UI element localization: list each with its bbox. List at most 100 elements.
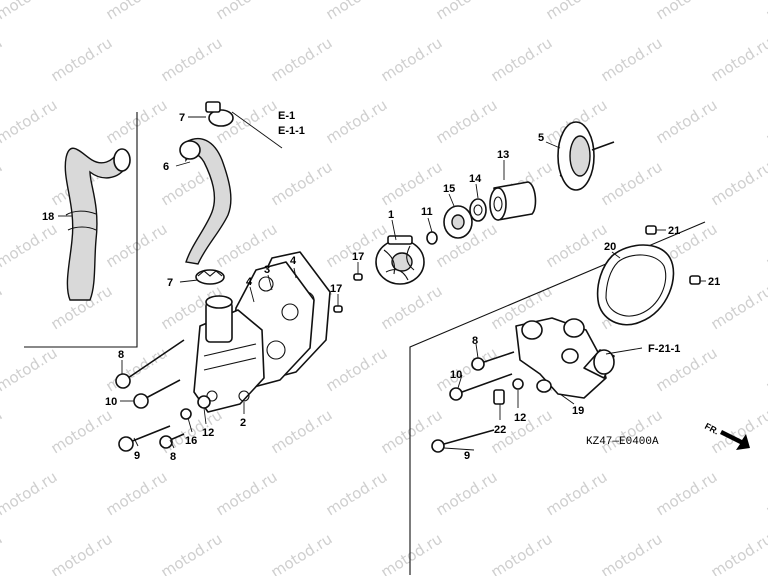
reference-e-1: E-1 [278,110,295,122]
drawing-code: KZ47—E0400A [586,436,659,448]
watermark-text: motod.ru [103,468,171,520]
callout-6: 6 [163,161,169,173]
callout-8-upper: 8 [118,349,124,361]
watermark-text: motod.ru [763,220,768,272]
watermark-text: motod.ru [543,0,611,23]
watermark-text: motod.ru [378,158,446,210]
watermark-text: motod.ru [378,282,446,334]
pump-body [193,295,265,413]
watermark-text: motod.ru [48,530,116,576]
watermark-text: motod.ru [0,158,5,210]
hose-clamp-upper [205,101,234,127]
watermark-text: motod.ru [0,344,60,396]
watermark-text: motod.ru [323,0,391,23]
watermark-text: motod.ru [323,468,391,520]
pump-shaft-gear [557,121,615,191]
sealing-washer-12-left [197,395,211,409]
watermark-text: motod.ru [653,96,721,148]
watermark-text: motod.ru [488,34,556,86]
callout-16: 16 [185,435,197,447]
watermark-text: motod.ru [598,406,666,458]
callout-4-upper: 4 [290,255,297,267]
callout-7-upper: 7 [179,112,185,124]
bypass-hose [179,137,232,265]
bolt-10-right [449,373,513,401]
watermark-text: motod.ru [433,96,501,148]
watermark-text: motod.ru [433,0,501,23]
front-direction-arrow [720,430,750,450]
callout-11: 11 [421,206,433,218]
callout-1: 1 [388,209,394,221]
watermark-text: motod.ru [0,34,5,86]
callout-20: 20 [604,241,616,253]
mechanical-seal [443,205,473,239]
dowel-pin-21-lower [689,275,701,285]
bearing [489,181,537,221]
watermark-text: motod.ru [268,34,336,86]
water-pump-cover [515,317,615,399]
callout-13: 13 [497,149,509,161]
callouts: 7 6 18 7 3 4 4 17 17 1 11 15 14 13 5 8 1… [42,112,720,463]
callout-2: 2 [240,417,246,429]
watermark-text: motod.ru [268,158,336,210]
callout-15: 15 [443,183,455,195]
watermark-text: motod.ru [103,0,171,23]
hose-clamp-lower [195,269,225,285]
watermark-text: motod.ru [433,344,501,396]
dowel-pin-upper [353,273,363,281]
bolt-9-left [118,425,171,452]
bolt-9-right [431,429,495,453]
watermark-text: motod.ru [708,282,768,334]
watermark-text: motod.ru [0,220,60,272]
watermark-text: motod.ru [763,344,768,396]
leader-lines [58,111,706,451]
watermark-text: motod.ru [213,468,281,520]
watermark-text: motod.ru [378,530,446,576]
callout-17-lower: 17 [330,283,342,295]
watermark-text: motod.ru [653,0,721,23]
washer-16 [180,408,192,420]
watermark-text: motod.ru [158,34,226,86]
callout-22: 22 [494,424,506,436]
watermark-text: motod.ru [708,158,768,210]
bolt-8-lower [159,433,185,449]
watermark-text: motod.ru [158,530,226,576]
watermark-text: motod.ru [543,468,611,520]
watermark-text: motod.ru [0,468,60,520]
callout-12-right: 12 [514,412,526,424]
callout-17-upper: 17 [352,251,364,263]
washer-11 [426,231,438,245]
sealing-washer-12-right [512,378,524,390]
watermark-text: motod.ru [653,468,721,520]
watermark-text: motod.ru [0,0,60,23]
watermark-text: motod.ru [213,0,281,23]
bolt-8-right [471,351,515,371]
callout-3: 3 [264,264,270,276]
callout-18: 18 [42,211,54,223]
watermark-text: motod.ru [48,34,116,86]
callout-9-right: 9 [464,450,470,462]
watermark-text: motod.ru [598,530,666,576]
hose-section-border [24,112,138,348]
callout-7-lower: 7 [167,277,173,289]
watermark-text: motod.ru [433,468,501,520]
watermark-text: motod.ru [763,96,768,148]
bolt-10-left [133,379,181,409]
callout-10-right: 10 [450,369,462,381]
watermark-text: motod.ru [0,96,60,148]
bolt-8-upper [115,339,185,389]
watermark-text: motod.ru [323,96,391,148]
dowel-pin-21-upper [645,225,657,235]
watermark-text: motod.ru [268,406,336,458]
drain-bolt-22 [493,389,505,405]
watermark-text: motod.ru [763,468,768,520]
watermark-text: motod.ru [598,34,666,86]
watermark-text: motod.ru [0,530,5,576]
impeller [375,235,425,285]
reference-e-1-1: E-1-1 [278,125,305,137]
callout-8-lower: 8 [170,451,176,463]
radiator-hose [64,147,131,301]
watermark-text: motod.ru [0,282,5,334]
